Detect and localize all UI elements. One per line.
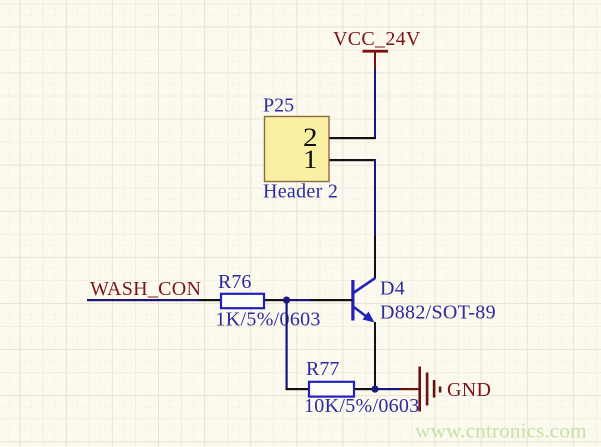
svg-text:1: 1 [303,145,318,174]
svg-text:1K/5%/0603: 1K/5%/0603 [216,309,321,331]
svg-text:2: 2 [303,123,318,152]
svg-text:10K/5%/0603: 10K/5%/0603 [304,395,420,417]
svg-text:www.cntronics.com: www.cntronics.com [415,419,587,443]
svg-text:GND: GND [447,379,491,401]
svg-text:D4: D4 [380,278,405,300]
svg-text:R77: R77 [306,358,339,380]
svg-text:Header 2: Header 2 [263,181,338,203]
svg-text:D882/SOT-89: D882/SOT-89 [380,302,496,324]
svg-text:R76: R76 [218,271,251,293]
svg-text:VCC_24V: VCC_24V [333,28,421,50]
svg-text:P25: P25 [263,95,294,117]
svg-text:WASH_CON: WASH_CON [90,278,201,300]
